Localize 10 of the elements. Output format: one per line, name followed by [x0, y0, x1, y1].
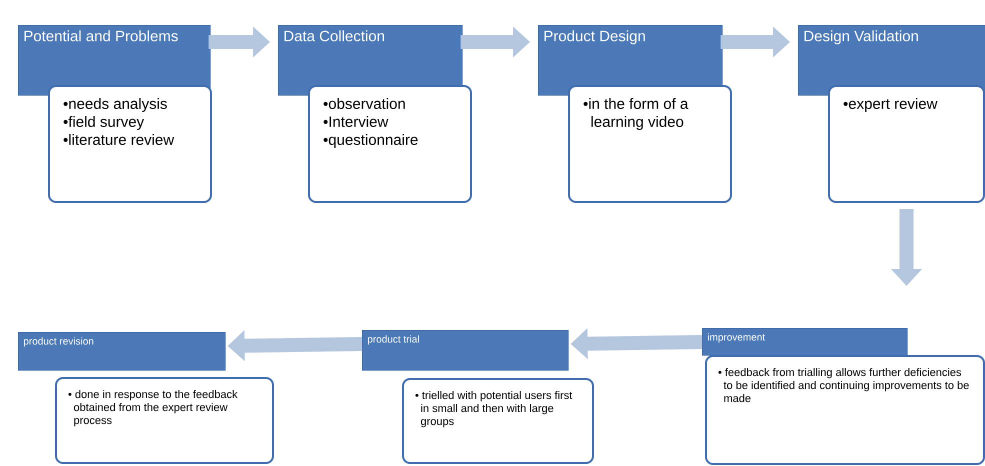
- content-box: • feedback from trialling allows further deficiencies to be identified and continuing improvements to be made: [705, 355, 985, 465]
- stage-header: product revision: [18, 332, 226, 371]
- content-box: •needs analysis •field survey •literature review: [48, 85, 212, 203]
- stage-header: product trial: [362, 330, 569, 371]
- content-box: • done in response to the feedback obtained from the expert review process: [55, 377, 274, 464]
- stage-header: improvement: [702, 328, 908, 356]
- content-box: •observation •Interview •questionnaire: [308, 85, 472, 203]
- content-box: •in the form of a learning video: [568, 85, 732, 203]
- content-box: •expert review: [828, 85, 985, 203]
- content-box: • trielled with potential users first in small and then with large groups: [402, 378, 594, 464]
